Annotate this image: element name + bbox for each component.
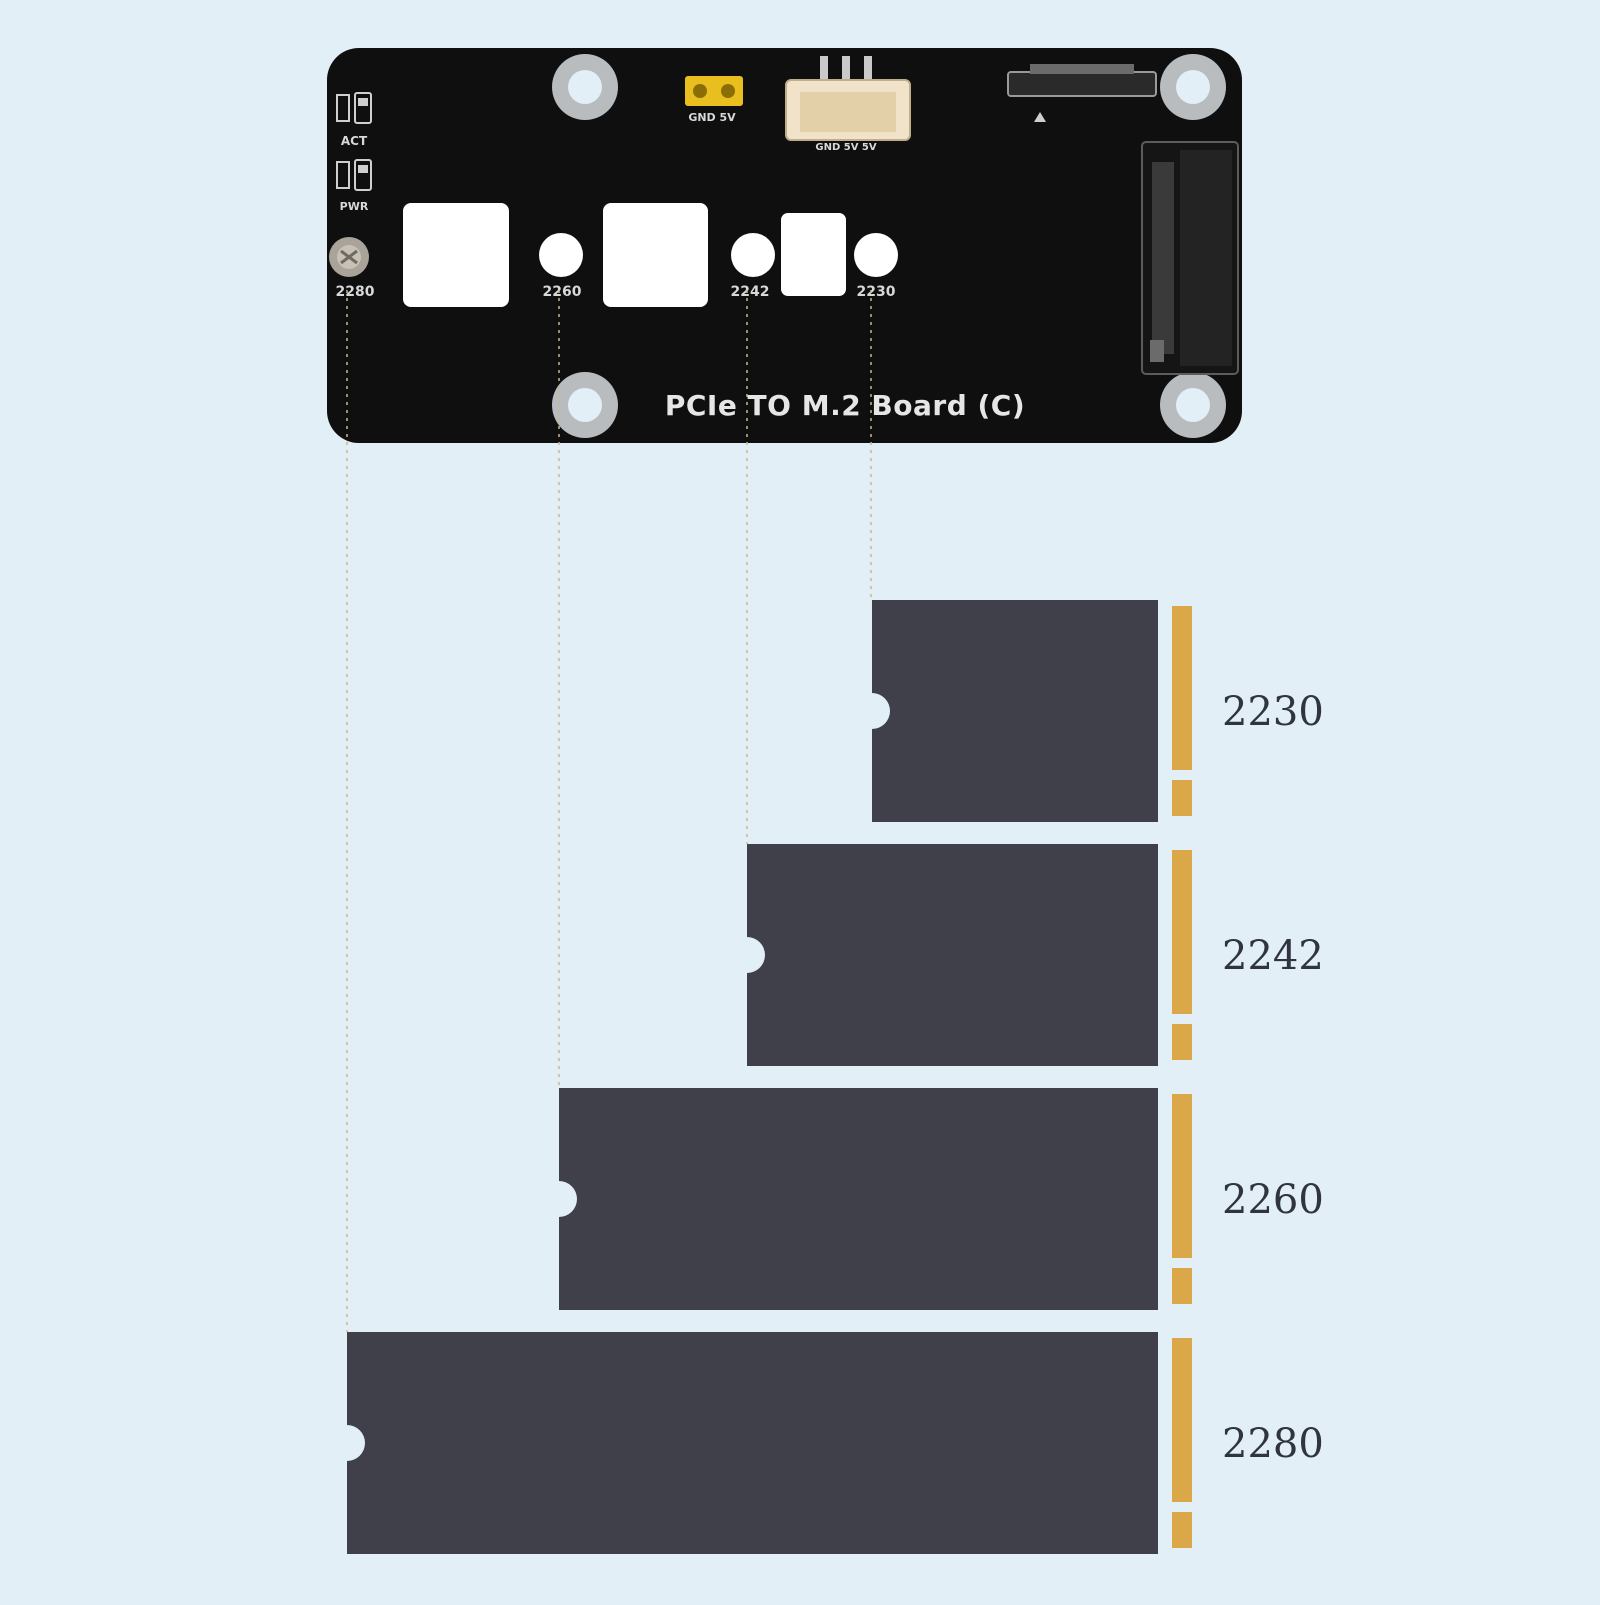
fan-connector: [785, 56, 911, 141]
jumper-label: GND 5V: [688, 111, 736, 124]
pwr-label: PWR: [340, 200, 369, 213]
ssd-size-label-2280: 2280: [1222, 1421, 1324, 1467]
ssd-2280: [329, 1332, 1192, 1554]
board-cutout: [403, 203, 509, 307]
hole-label-2260: 2260: [543, 284, 582, 300]
standoff-screw-2280: [329, 237, 369, 277]
ssd-2230: [854, 600, 1192, 822]
ssd-size-label-2230: 2230: [1222, 689, 1324, 735]
m2-slot: [1141, 141, 1239, 375]
fan-label: GND 5V 5V: [815, 142, 876, 153]
led-pwr: [336, 159, 372, 191]
pcie-ffc-connector: [1007, 64, 1157, 122]
act-label: ACT: [341, 134, 368, 148]
ssd-size-label-2242: 2242: [1222, 933, 1324, 979]
hole-label-2230: 2230: [857, 284, 896, 300]
ssd-2260: [541, 1088, 1192, 1310]
ssd-size-label-2260: 2260: [1222, 1177, 1324, 1223]
led-act: [336, 92, 372, 124]
hole-label-2242: 2242: [731, 284, 770, 300]
mounting-hole: [552, 372, 618, 438]
standoff-hole-2260: [539, 233, 583, 277]
mounting-hole: [1160, 372, 1226, 438]
pcie-m2-board: ACT PWR GND 5V GND 5V 5V: [327, 48, 1242, 443]
standoff-hole-2230: [854, 233, 898, 277]
board-cutout: [603, 203, 708, 307]
ssd-2242: [729, 844, 1192, 1066]
mounting-hole: [1160, 54, 1226, 120]
alignment-guides: [346, 290, 872, 1332]
power-jumper-header: [685, 76, 743, 106]
standoff-hole-2242: [731, 233, 775, 277]
board-title: PCIe TO M.2 Board (C): [665, 389, 1025, 422]
hole-label-2280: 2280: [336, 284, 375, 300]
board-cutout: [781, 213, 846, 296]
mounting-hole: [552, 54, 618, 120]
